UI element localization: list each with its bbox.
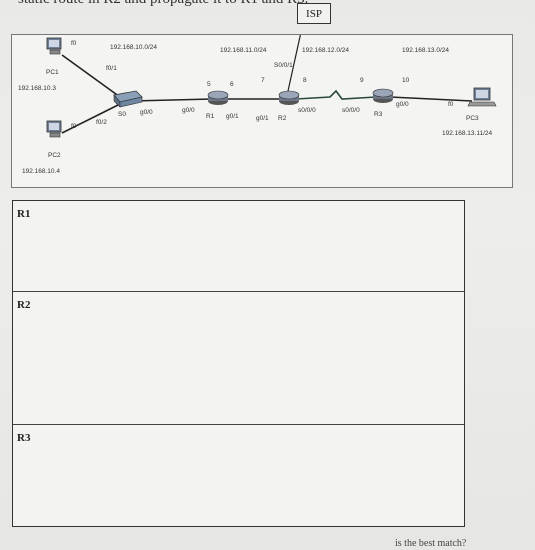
switch-icon <box>113 90 143 108</box>
r2-name-label: R2 <box>278 115 287 122</box>
section-title-r3: R3 <box>17 432 31 444</box>
question-text-cut: static route in R2 and propagate it to R… <box>18 0 308 8</box>
answer-section-r3[interactable]: R3 <box>13 425 464 525</box>
isp-box: ISP <box>297 3 331 24</box>
r3-host-left: 9 <box>360 77 364 84</box>
r2-host-right: 8 <box>303 77 307 84</box>
network-label-12: 192.168.12.0/24 <box>302 47 349 54</box>
network-label-13: 192.168.13.0/24 <box>402 47 449 54</box>
pc2-ip-label: 192.168.10.4 <box>22 168 60 175</box>
r1-port-g0-1: g0/1 <box>226 113 239 120</box>
pc3-name-label: PC3 <box>466 115 479 122</box>
pc2-name-label: PC2 <box>48 152 61 159</box>
r3-port-g0-0: g0/0 <box>396 101 409 108</box>
network-label-11: 192.168.11.0/24 <box>220 47 267 54</box>
r2-port-g0-1: g0/1 <box>256 115 269 122</box>
r1-name-label: R1 <box>206 113 215 120</box>
link-r3-pc3 <box>389 96 473 102</box>
link-r2-r3-serial <box>295 89 377 100</box>
router-r3-icon <box>372 88 394 103</box>
isp-label: ISP <box>306 7 322 20</box>
r2-host-left: 7 <box>261 77 265 84</box>
r2-port-s0-0-0: s0/0/0 <box>298 107 316 114</box>
switch-port-g0-0: g0/0 <box>140 109 153 116</box>
link-pc2-switch <box>61 104 119 134</box>
section-title-r2: R2 <box>17 299 31 311</box>
switch-port-f0-2: f0/2 <box>96 119 107 126</box>
answer-section-r2[interactable]: R2 <box>13 292 464 425</box>
pc1-icon <box>46 37 62 55</box>
router-r1-icon <box>207 90 229 105</box>
network-topology-diagram: f0 PC1 192.168.10.3 f0 PC2 192.168.10.4 … <box>11 34 513 188</box>
switch-name-label: S0 <box>118 111 126 118</box>
r1-host-left: 5 <box>207 81 211 88</box>
pc1-ip-label: 192.168.10.3 <box>18 85 56 92</box>
link-switch-r1 <box>131 98 213 102</box>
pc3-port-label: f0 <box>448 101 454 108</box>
answer-section-r1[interactable]: R1 <box>13 201 464 292</box>
section-title-r1: R1 <box>17 208 31 220</box>
network-label-10: 192.168.10.0/24 <box>110 44 157 51</box>
r2-port-s0-0-1: S0/0/1 <box>274 62 293 69</box>
link-r2-isp <box>287 35 301 92</box>
footer-text-cut: is the best match? <box>395 538 467 549</box>
r1-port-g0-0: g0/0 <box>182 107 195 114</box>
pc3-ip-label: 192.168.13.11/24 <box>442 130 493 137</box>
r3-name-label: R3 <box>374 111 383 118</box>
pc1-port-label: f0 <box>71 40 77 47</box>
router-r2-icon <box>278 90 300 105</box>
pc3-icon <box>467 87 497 107</box>
answer-table: R1 R2 R3 <box>12 200 465 527</box>
r3-host-right: 10 <box>402 77 410 84</box>
r3-port-s0-0-0: s0/0/0 <box>342 107 360 114</box>
pc2-port-label: f0 <box>71 123 77 130</box>
switch-port-f0-1: f0/1 <box>106 65 117 72</box>
topology-drawing <box>46 35 497 138</box>
pc2-icon <box>46 120 62 138</box>
r1-host-right: 6 <box>230 81 234 88</box>
link-pc1-switch <box>61 54 121 98</box>
pc1-name-label: PC1 <box>46 69 59 76</box>
